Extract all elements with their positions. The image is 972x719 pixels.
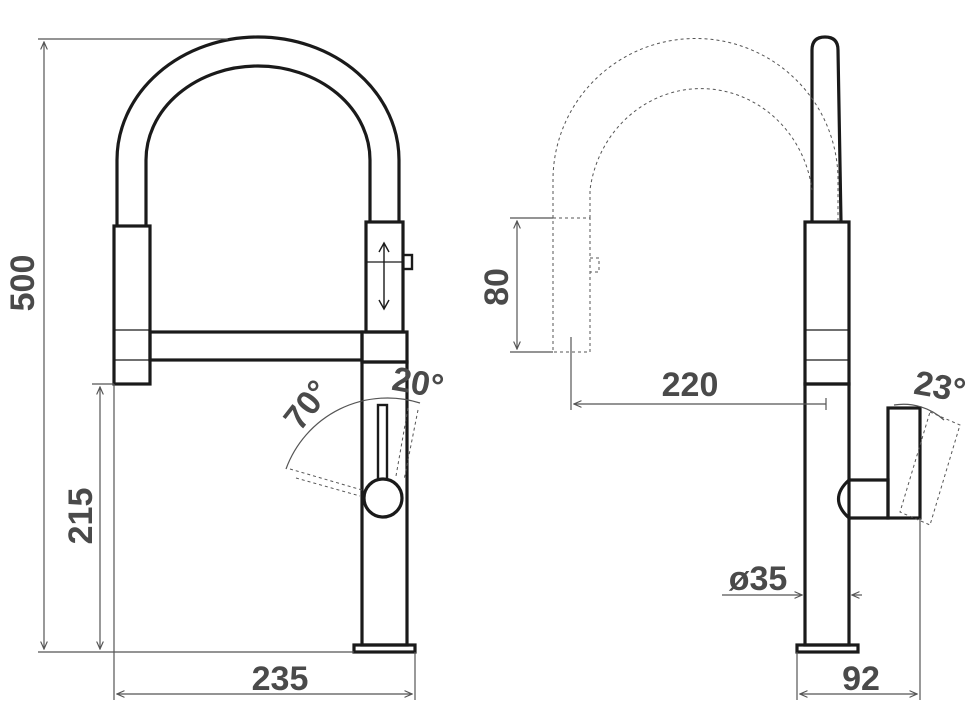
label-side-lever-angle: 23° — [911, 364, 968, 410]
side-ghost-sprayhead — [552, 217, 591, 353]
front-bracket-joint — [360, 330, 409, 364]
side-ghost-spout-inner — [589, 88, 813, 218]
label-reach: 220 — [662, 366, 719, 404]
dimension-labels: 500 215 235 70° 20° 80 220 23° ø35 92 — [4, 255, 969, 698]
label-clearance: 215 — [62, 488, 100, 545]
label-side-depth: 92 — [842, 660, 880, 698]
side-base-plate — [795, 643, 860, 654]
front-toggle-knob — [401, 253, 414, 271]
side-ghost-spout-outer — [552, 38, 839, 222]
front-lever-stem — [376, 403, 389, 487]
label-sprayhead-height: 80 — [478, 268, 516, 306]
side-spout-tube — [810, 35, 843, 223]
front-base-plate — [352, 643, 417, 654]
side-lever-ghost — [899, 411, 961, 526]
side-lever-handle — [886, 406, 922, 520]
side-body-column — [803, 382, 851, 647]
front-lever-knob — [362, 477, 404, 519]
front-bracket-arm — [148, 330, 364, 362]
front-spout-arc — [115, 35, 401, 226]
label-lever-back-angle: 20° — [389, 360, 446, 406]
up-down-arrow-icon — [378, 241, 390, 311]
side-ghost-toggle — [589, 257, 600, 273]
label-total-height: 500 — [4, 255, 42, 312]
front-sprayhead — [112, 224, 152, 386]
label-front-width: 235 — [252, 660, 309, 698]
label-base-diameter: ø35 — [729, 560, 788, 598]
front-view — [112, 35, 421, 654]
side-lever-housing — [836, 478, 890, 520]
front-lever-ghost-70 — [289, 468, 363, 497]
label-lever-front-angle: 70° — [277, 373, 339, 437]
front-lever-angle-arc — [285, 397, 421, 470]
front-spout-arc-inner — [144, 64, 372, 226]
dimension-lines — [38, 38, 921, 700]
side-view — [552, 35, 961, 654]
side-lever-angle-arc — [893, 403, 945, 421]
